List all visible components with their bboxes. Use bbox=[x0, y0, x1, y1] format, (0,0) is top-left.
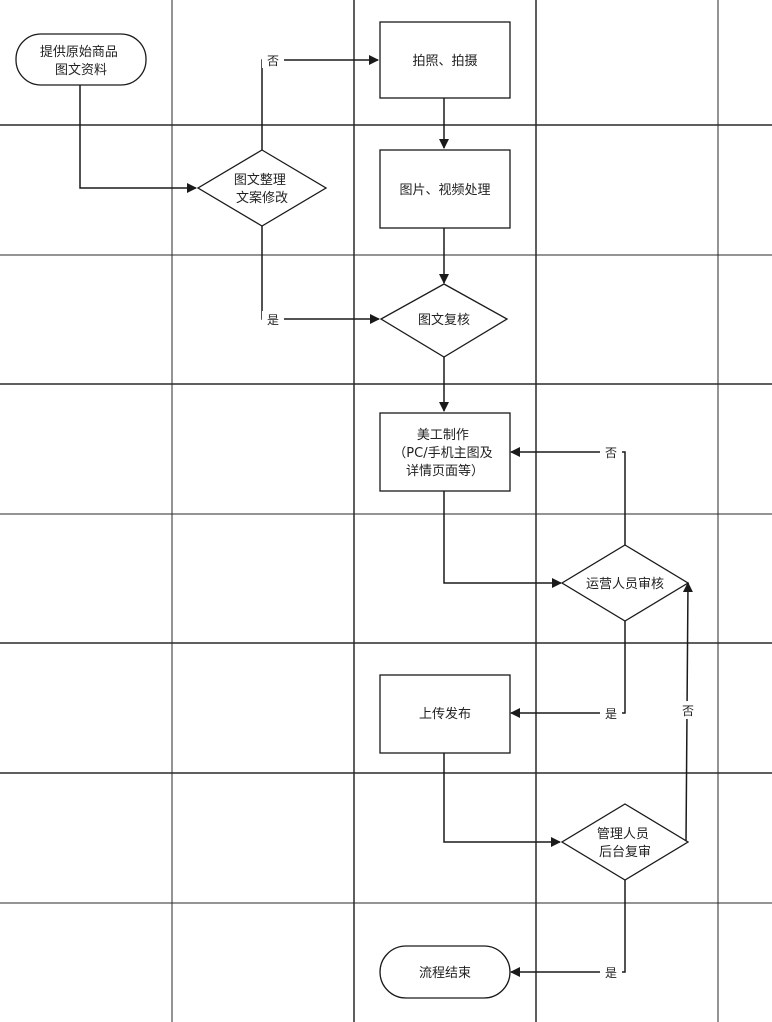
node-design-work-text: 美工制作 （PC/手机主图及 详情页面等） bbox=[393, 428, 496, 479]
edge-design-to-ops bbox=[443, 491, 562, 588]
node-admin-review-text: 管理人员 后台复审 bbox=[597, 827, 653, 860]
label-yes-ops: 是 bbox=[605, 707, 617, 721]
label-yes-admin: 是 bbox=[605, 966, 617, 980]
node-check-complete: 图文整理 文案修改 bbox=[196, 149, 328, 227]
edge-admin-yes-to-end bbox=[510, 880, 626, 977]
node-review-content: 图文复核 bbox=[379, 283, 509, 358]
label-no-ops: 否 bbox=[605, 446, 617, 460]
node-photo-shoot-text: 拍照、拍摄 bbox=[412, 54, 477, 69]
edge-check-no-to-photo bbox=[261, 55, 379, 150]
edge-upload-to-admin bbox=[443, 753, 561, 847]
edge-labels: 否 是 否 是 否 是 bbox=[262, 52, 698, 980]
edge-check-yes-to-review bbox=[261, 226, 380, 324]
node-upload-publish: 上传发布 bbox=[379, 674, 511, 754]
node-admin-review: 管理人员 后台复审 bbox=[560, 803, 690, 881]
node-review-content-text: 图文复核 bbox=[418, 313, 470, 328]
node-ops-review-text: 运营人员审核 bbox=[586, 577, 664, 592]
node-photo-shoot: 拍照、拍摄 bbox=[379, 21, 511, 99]
node-provide-materials: 提供原始商品 图文资料 bbox=[15, 33, 147, 86]
edge-ops-yes-to-upload bbox=[510, 621, 626, 718]
node-upload-publish-text: 上传发布 bbox=[419, 706, 471, 722]
node-ops-review: 运营人员审核 bbox=[560, 544, 690, 622]
node-image-processing-text: 图片、视频处理 bbox=[399, 183, 490, 198]
edge-ops-no-to-design bbox=[510, 447, 626, 545]
label-no-admin: 否 bbox=[682, 704, 694, 718]
node-check-complete-text: 图文整理 文案修改 bbox=[234, 173, 290, 206]
label-yes-check: 是 bbox=[267, 313, 279, 327]
node-process-end: 流程结束 bbox=[379, 945, 511, 999]
node-design-work: 美工制作 （PC/手机主图及 详情页面等） bbox=[379, 412, 511, 492]
label-no-check: 否 bbox=[267, 54, 279, 68]
node-process-end-text: 流程结束 bbox=[419, 966, 471, 981]
edge-provide-to-check bbox=[79, 85, 197, 193]
node-provide-materials-text: 提供原始商品 图文资料 bbox=[40, 44, 122, 78]
node-image-processing: 图片、视频处理 bbox=[379, 149, 511, 229]
